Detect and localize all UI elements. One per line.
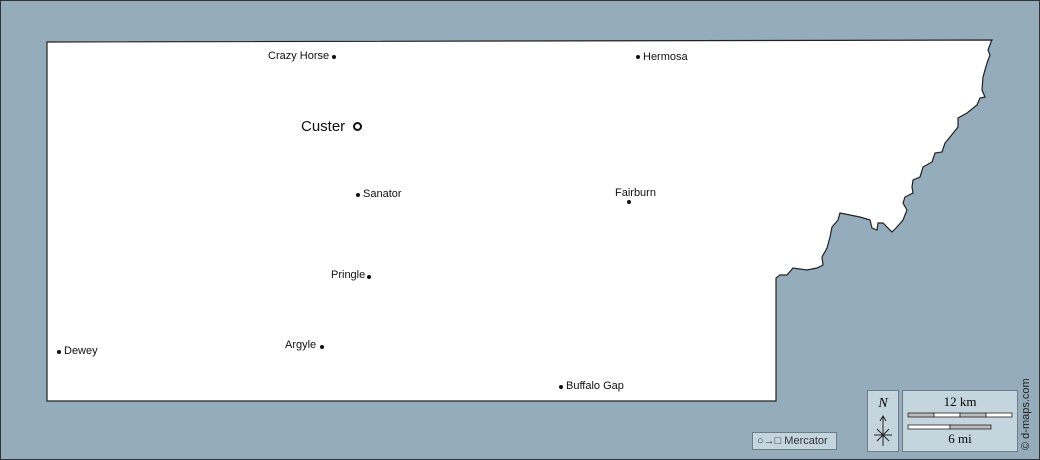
scale-km-label: 12 km	[943, 394, 977, 409]
county-shape	[46, 39, 993, 402]
town-label: Pringle	[331, 269, 366, 281]
county-seat-marker	[353, 122, 362, 131]
scale-bar-panel: 12 km 6 mi	[902, 390, 1018, 452]
town-label: Fairburn	[615, 187, 656, 199]
town-label: Dewey	[64, 345, 98, 357]
town-dot	[332, 55, 336, 59]
town-label: Crazy Horse	[268, 50, 330, 62]
scale-mi-label: 6 mi	[948, 431, 972, 446]
credit-label: © d-maps.com	[1020, 378, 1032, 450]
town-dot	[57, 350, 61, 354]
town-label: Buffalo Gap	[566, 380, 624, 392]
projection-legend: ○→□ Mercator	[752, 432, 837, 450]
north-label: N	[878, 396, 888, 411]
town-dot	[636, 55, 640, 59]
town-dot	[627, 200, 631, 204]
town-label: Hermosa	[643, 51, 688, 63]
town-dot	[559, 385, 563, 389]
circle-to-square-icon: ○→□	[757, 435, 782, 447]
town-dot	[367, 275, 371, 279]
projection-label: Mercator	[784, 435, 828, 447]
town-label: Argyle	[285, 339, 317, 351]
town-label: Sanator	[363, 188, 402, 200]
town-dot	[320, 345, 324, 349]
north-arrow-panel: N	[867, 390, 899, 452]
county-seat-label: Custer	[301, 118, 346, 135]
town-dot	[356, 193, 360, 197]
scale-bars	[907, 412, 1013, 430]
compass-icon	[874, 415, 892, 446]
